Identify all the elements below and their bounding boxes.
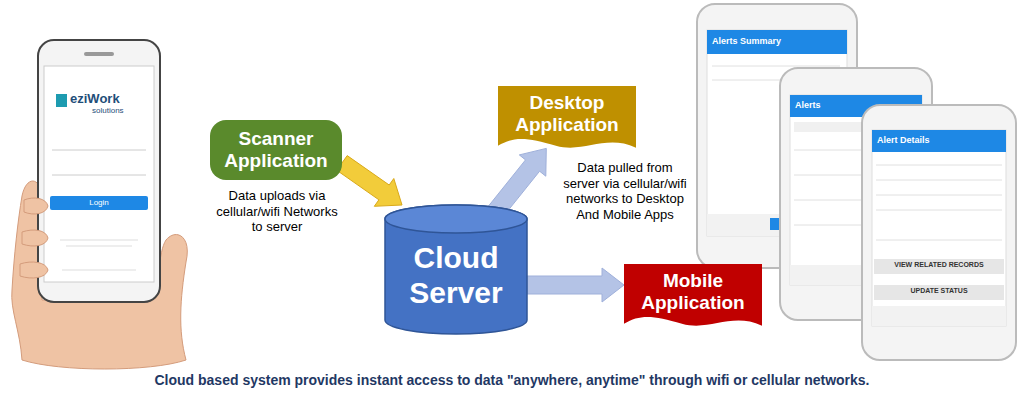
finger — [24, 198, 48, 214]
mobile-banner: Mobile Application — [624, 264, 762, 330]
list-row — [712, 66, 840, 67]
node-text: Desktop Application — [504, 92, 630, 136]
block-arrow — [337, 156, 402, 207]
button-text: UPDATE STATUS — [874, 287, 1004, 295]
detail-row — [876, 165, 1002, 166]
caption: Cloud based system provides instant acce… — [0, 372, 1024, 389]
screen-title: Alerts Summary — [712, 36, 842, 47]
input-line — [52, 175, 146, 176]
screen-title: Alert Details — [877, 135, 1001, 146]
phone-screen — [872, 130, 1006, 326]
login-button — [50, 196, 148, 210]
block-arrow — [527, 268, 624, 302]
speaker — [84, 52, 114, 56]
button-text: VIEW RELATED RECORDS — [874, 261, 1004, 269]
cylinder-top — [385, 205, 527, 233]
input-line — [52, 150, 146, 151]
detail-row — [876, 195, 1002, 196]
fine-print — [62, 270, 136, 271]
button-text: Login — [50, 198, 148, 208]
cloud-cylinder: Cloud Server — [385, 205, 527, 334]
edge-label: Data uploads via cellular/wifi Networks … — [212, 188, 342, 235]
node-text: Scanner Application — [216, 128, 336, 172]
finger — [20, 262, 48, 278]
action-button — [874, 259, 1004, 274]
detail-row — [876, 240, 1002, 241]
logo-icon — [56, 94, 67, 107]
banner-shape — [624, 264, 762, 326]
nav-bar — [872, 306, 1006, 326]
desktop-banner: Desktop Application — [498, 86, 636, 152]
logo-text: eziWork — [70, 91, 150, 107]
detail-row — [876, 180, 1002, 181]
finger — [22, 230, 48, 246]
banner-shape — [498, 86, 636, 148]
logo-subtext: solutions — [92, 106, 148, 116]
action-button — [874, 285, 1004, 300]
phone-screen — [44, 66, 154, 282]
app-header — [872, 130, 1006, 152]
app-header — [707, 30, 847, 54]
detail-row — [876, 210, 1002, 211]
fine-print — [60, 240, 138, 241]
cylinder-body — [385, 205, 527, 334]
phone-body — [862, 105, 1016, 360]
node-text: Mobile Application — [630, 270, 756, 314]
phone-body — [38, 40, 160, 302]
fine-print — [66, 246, 132, 247]
block-arrow — [489, 148, 547, 217]
scanner-box: Scanner Application — [210, 120, 342, 180]
flow-note: Data pulled from server via cellular/wif… — [558, 160, 692, 222]
screen-title: Alerts — [795, 100, 875, 111]
node-text: Cloud Server — [389, 241, 523, 310]
